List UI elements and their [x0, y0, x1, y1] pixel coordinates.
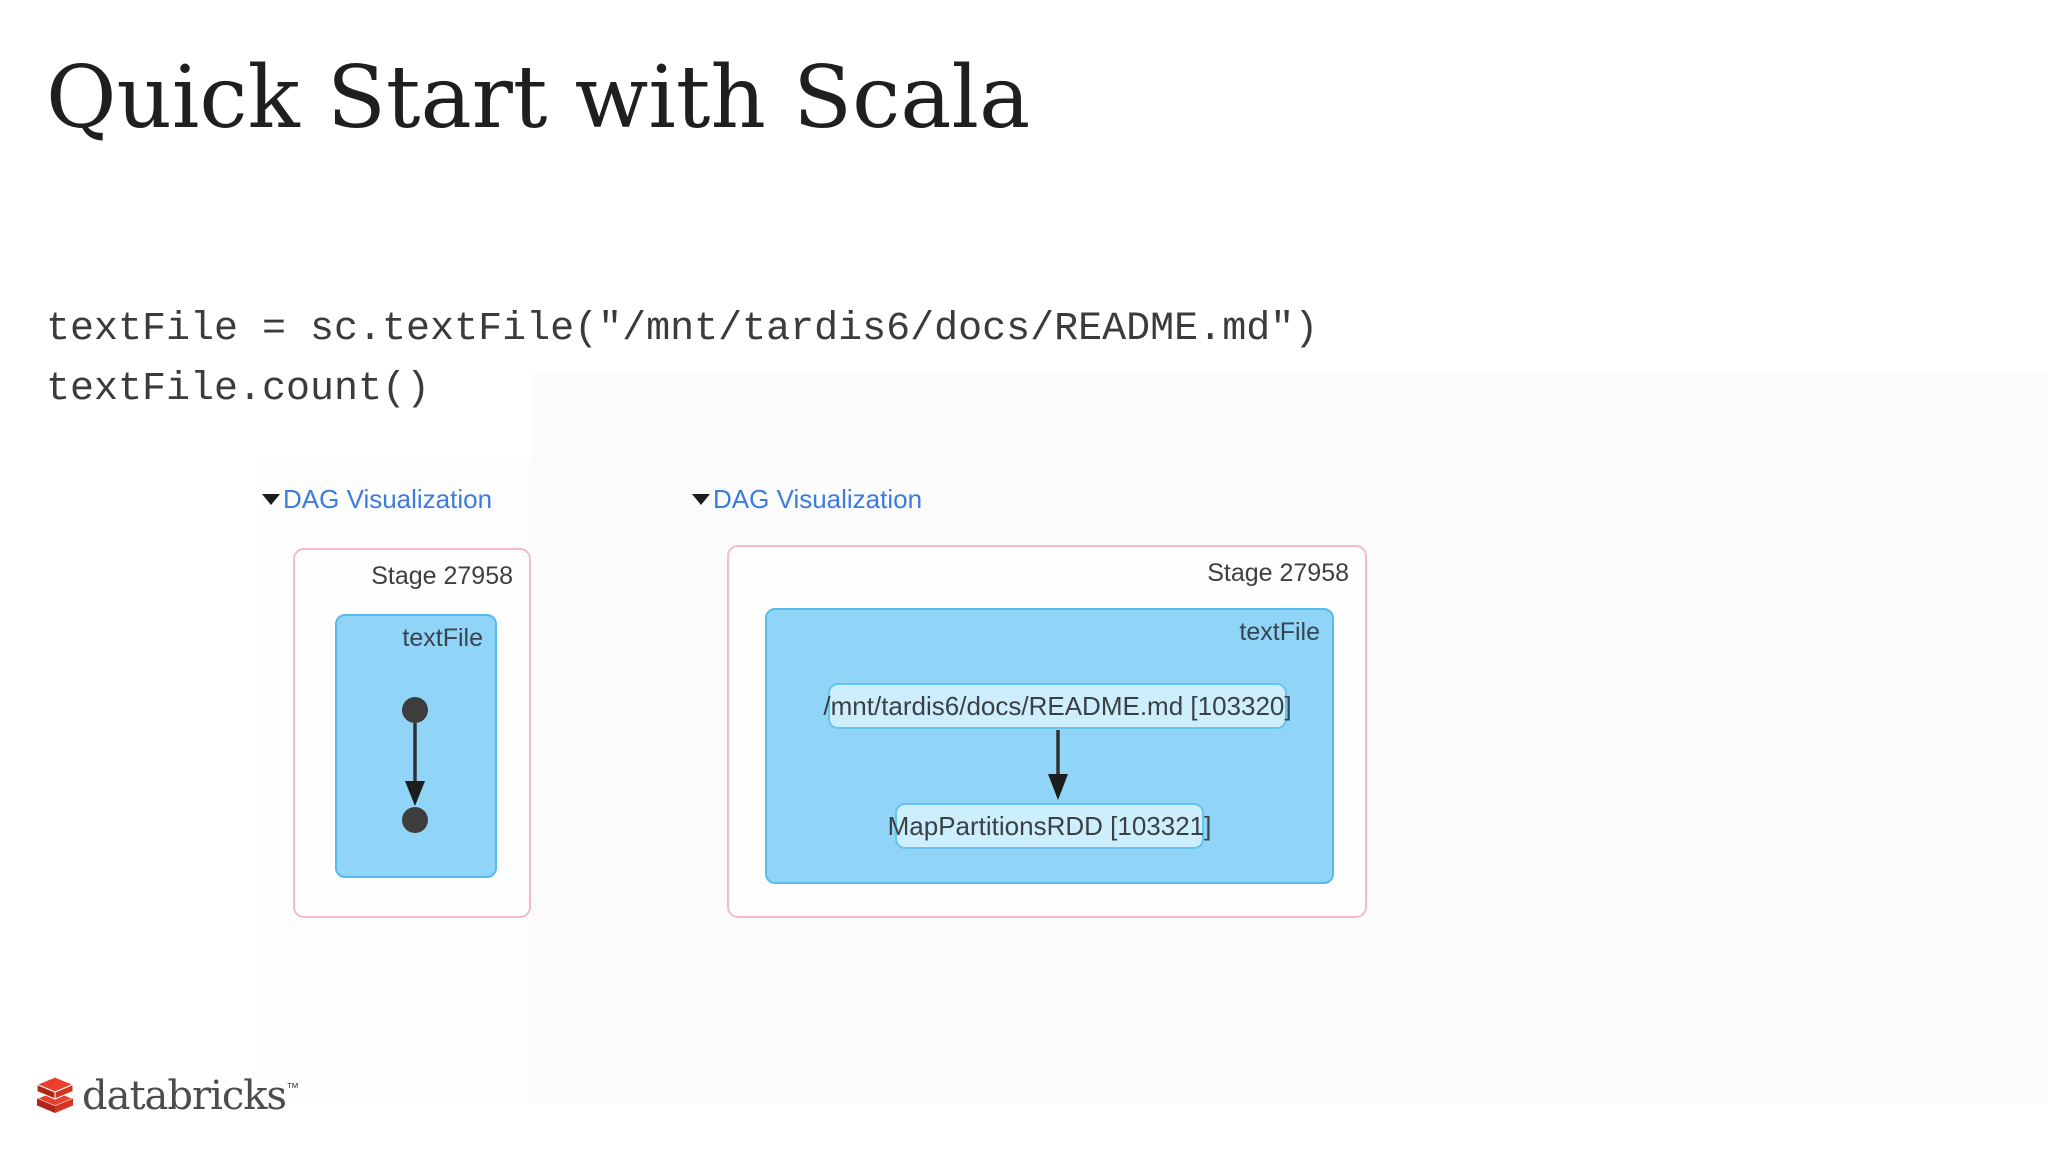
scope-label: textFile	[402, 624, 483, 652]
databricks-wordmark: databricks	[82, 1073, 287, 1119]
slide-title: Quick Start with Scala	[46, 48, 1031, 148]
rdd-node-dot	[402, 697, 428, 723]
scope-box-textfile: textFile	[335, 614, 497, 878]
rdd-node-dot	[402, 807, 428, 833]
code-block: textFile = sc.textFile("/mnt/tardis6/doc…	[46, 300, 1318, 420]
caret-down-icon	[262, 493, 280, 505]
stage-box-small: Stage 27958 textFile	[293, 548, 531, 918]
scope-label: textFile	[1239, 618, 1320, 646]
caret-down-icon	[692, 493, 710, 505]
scope-box-textfile: textFile /mnt/tardis6/docs/README.md [10…	[765, 608, 1334, 884]
dag-visualization-toggle-small[interactable]: DAG Visualization	[262, 484, 492, 514]
arrowhead-icon	[405, 781, 425, 806]
code-line-1: textFile = sc.textFile("/mnt/tardis6/doc…	[46, 307, 1319, 352]
dag-node-mappartitionsrdd: MapPartitionsRDD [103321]	[888, 803, 1211, 849]
dag-node-readme: /mnt/tardis6/docs/README.md [103320]	[823, 683, 1292, 729]
code-line-2: textFile.count()	[46, 367, 431, 412]
stage-box-large: Stage 27958 textFile /mnt/tardis6/docs/R…	[727, 545, 1367, 918]
stage-label: Stage 27958	[1207, 559, 1349, 587]
arrowhead-icon	[1048, 774, 1068, 800]
dag-edge-graphic	[402, 697, 428, 833]
databricks-logo: databricks ™	[34, 1076, 299, 1116]
dag-visualization-label: DAG Visualization	[283, 483, 493, 514]
databricks-bricks-icon	[35, 1076, 75, 1113]
stage-label: Stage 27958	[371, 562, 513, 590]
trademark-symbol: ™	[286, 1080, 300, 1095]
dag-visualization-toggle-large[interactable]: DAG Visualization	[692, 484, 922, 514]
dag-visualization-label: DAG Visualization	[713, 483, 923, 514]
